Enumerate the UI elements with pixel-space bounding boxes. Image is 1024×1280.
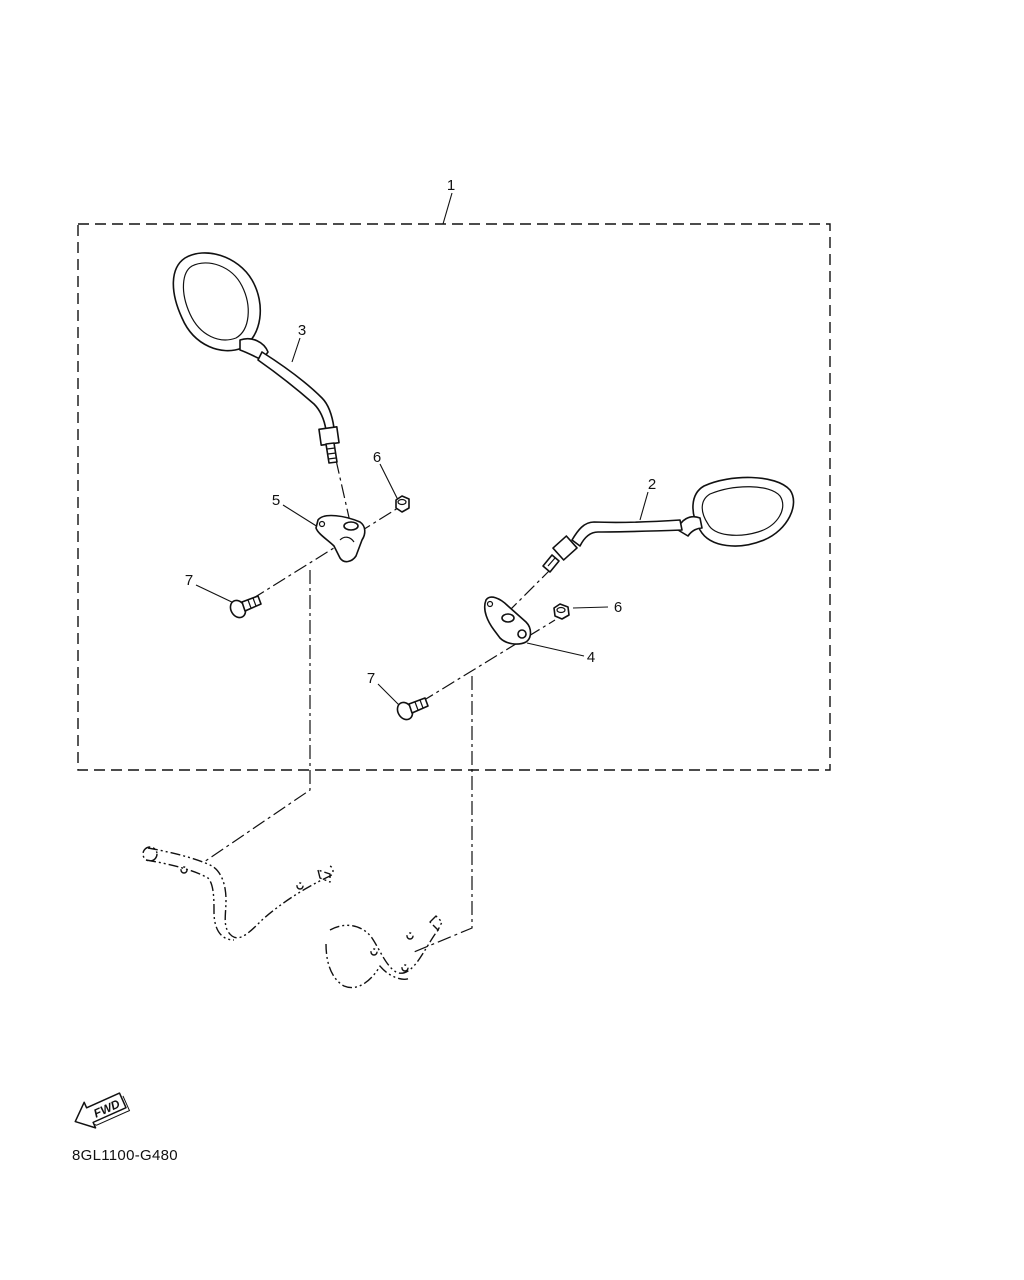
callout-6-right: 6 — [614, 599, 622, 616]
left-mirror-nut — [318, 426, 340, 446]
left-screw — [229, 595, 262, 619]
left-frame-phantom — [142, 846, 334, 941]
right-mirror-nut — [552, 535, 578, 561]
drawing-code: 8GL1100-G480 — [72, 1147, 178, 1164]
callout-1: 1 — [447, 177, 455, 194]
right-nut — [553, 603, 570, 620]
assembly-boundary — [77, 223, 831, 771]
left-mirror-stem — [257, 351, 335, 431]
callout-7-right: 7 — [367, 670, 375, 687]
assembly-center-lines — [203, 459, 556, 953]
right-screw — [396, 697, 429, 721]
right-mirror — [542, 476, 795, 573]
right-mirror-thread — [542, 554, 560, 573]
right-mirror-head — [692, 476, 795, 547]
right-mirror-stem — [571, 519, 683, 547]
callout-7-left: 7 — [185, 572, 193, 589]
callout-leaders — [195, 192, 649, 709]
left-nut — [395, 495, 410, 513]
left-bracket — [315, 514, 366, 563]
callout-4: 4 — [587, 649, 595, 666]
callout-5: 5 — [272, 492, 280, 509]
left-mirror-glass — [182, 262, 249, 341]
callout-3: 3 — [298, 322, 306, 339]
callout-2: 2 — [648, 476, 656, 493]
left-mirror — [172, 252, 340, 464]
fwd-arrow-icon: FWD — [74, 1092, 131, 1129]
right-bracket — [483, 596, 532, 645]
right-mirror-glass — [701, 486, 784, 536]
callout-6-left: 6 — [373, 449, 381, 466]
right-mirror-stem-base — [677, 515, 703, 537]
right-frame-phantom — [325, 915, 443, 989]
